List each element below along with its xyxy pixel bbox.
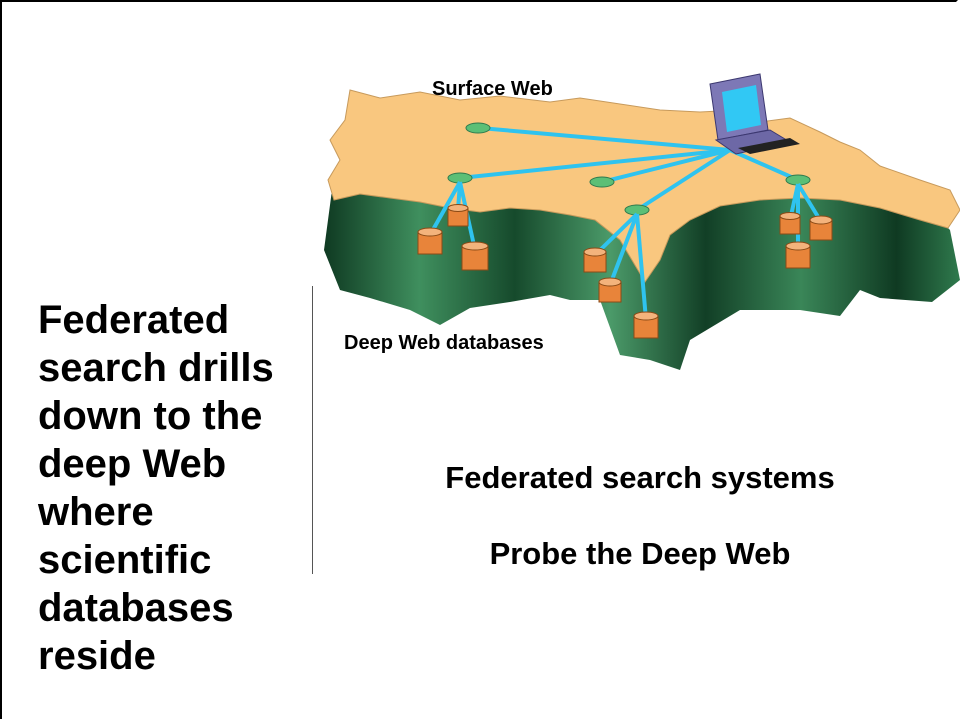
deep-web-diagram xyxy=(324,73,960,370)
database-icon xyxy=(809,215,833,241)
database-icon xyxy=(583,247,607,273)
left-description: Federated search drills down to the deep… xyxy=(38,298,274,678)
database-icon xyxy=(598,277,622,303)
computer-icon xyxy=(709,73,800,155)
caption-line-1: Federated search systems xyxy=(445,460,835,495)
deep-web-label: Deep Web databases xyxy=(344,332,544,354)
surface-nodes xyxy=(447,122,811,216)
database-icon xyxy=(447,204,469,227)
database-icon xyxy=(417,227,443,255)
surface-web-label: Surface Web xyxy=(432,78,553,100)
vertical-divider xyxy=(312,286,313,574)
database-cylinders xyxy=(417,204,833,339)
surface-links xyxy=(459,126,799,212)
database-icon xyxy=(785,241,811,269)
database-icon xyxy=(633,311,659,339)
surface-web-land xyxy=(327,89,960,283)
database-icon xyxy=(461,241,489,271)
database-icon xyxy=(779,212,801,235)
caption-line-2: Probe the Deep Web xyxy=(489,536,791,571)
